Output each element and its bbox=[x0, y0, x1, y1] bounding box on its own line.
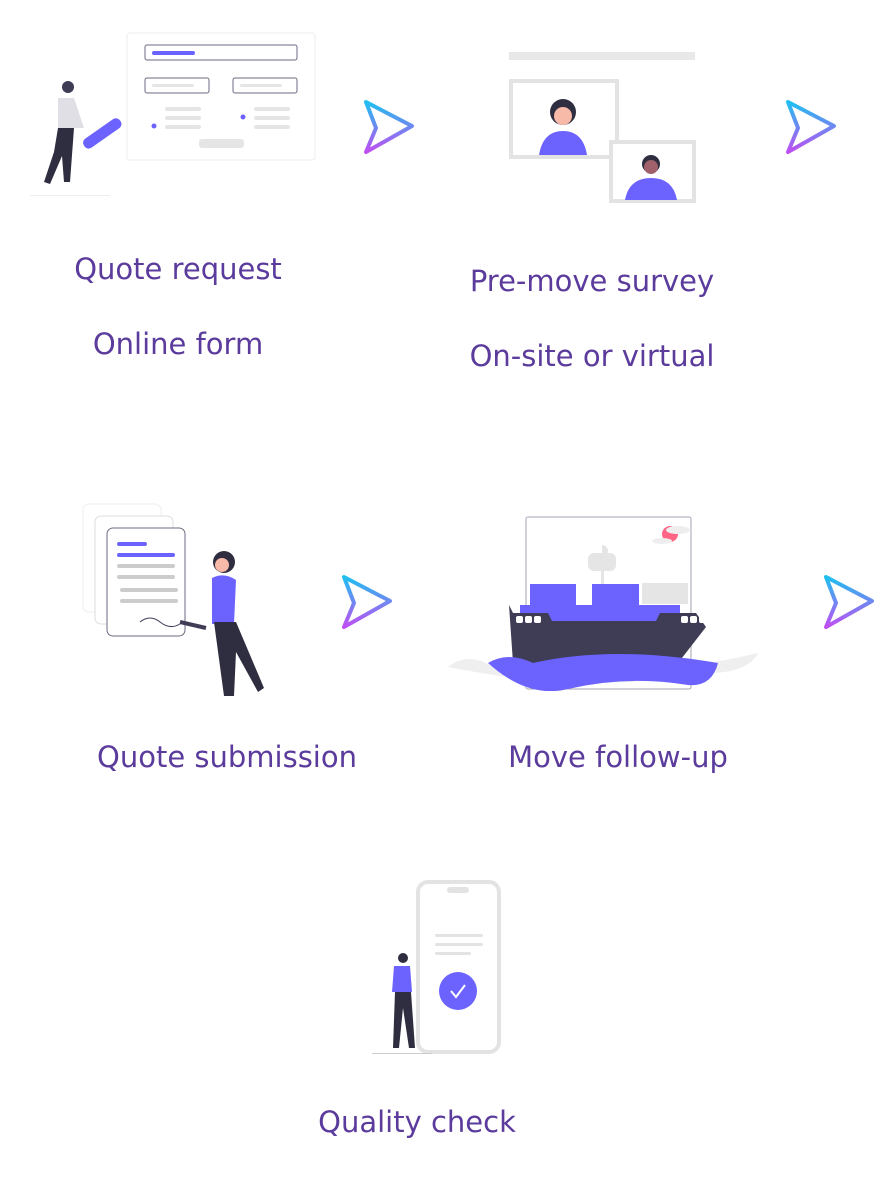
arrow-icon bbox=[360, 98, 416, 156]
step-subtitle: On-site or virtual bbox=[469, 339, 715, 373]
step-title: Move follow-up bbox=[508, 740, 728, 774]
arrow-icon bbox=[338, 573, 394, 631]
arrow-icon bbox=[820, 573, 876, 631]
phone-check-illustration bbox=[372, 878, 504, 1058]
online-form-illustration bbox=[30, 30, 320, 200]
signing-document-illustration bbox=[80, 502, 270, 704]
step-title: Quote submission bbox=[97, 740, 357, 774]
step-subtitle: Online form bbox=[92, 327, 264, 361]
step-title: Pre-move survey bbox=[469, 264, 715, 298]
arrow-icon bbox=[782, 98, 838, 156]
cargo-ship-illustration bbox=[446, 515, 758, 691]
check-icon bbox=[439, 972, 477, 1010]
video-call-illustration bbox=[505, 50, 700, 210]
step-title: Quality check bbox=[318, 1105, 516, 1139]
step-title: Quote request bbox=[74, 252, 282, 286]
